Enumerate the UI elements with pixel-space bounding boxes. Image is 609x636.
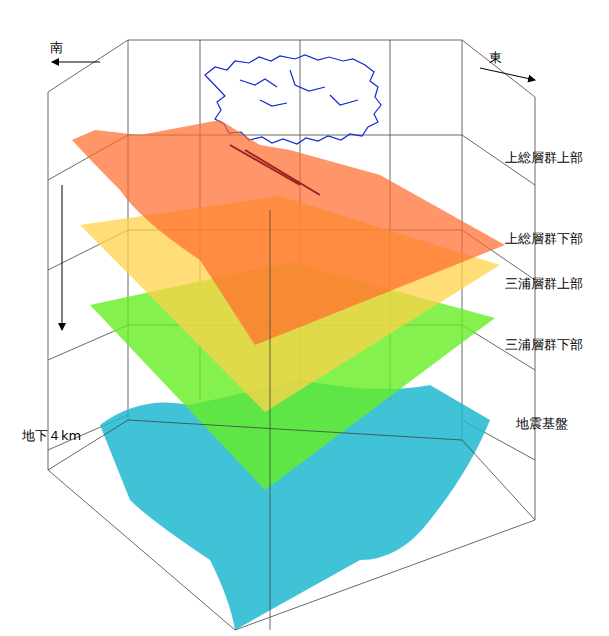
strata-surfaces (72, 120, 505, 630)
box-frame-front (48, 210, 535, 630)
layer-label: 地震基盤 (516, 416, 568, 432)
layer-label: 三浦層群上部 (505, 276, 583, 292)
layer-label: 三浦層群下部 (505, 337, 583, 353)
depth-label: 地下４km (22, 428, 81, 444)
south-arrow (52, 62, 100, 63)
direction-label: 東 (489, 50, 502, 66)
layer-label: 上総層群下部 (505, 231, 583, 247)
layer-label: 上総層群上部 (505, 150, 583, 166)
depth-arrow (62, 185, 63, 330)
east-arrow (480, 68, 535, 80)
direction-label: 南 (50, 40, 63, 56)
